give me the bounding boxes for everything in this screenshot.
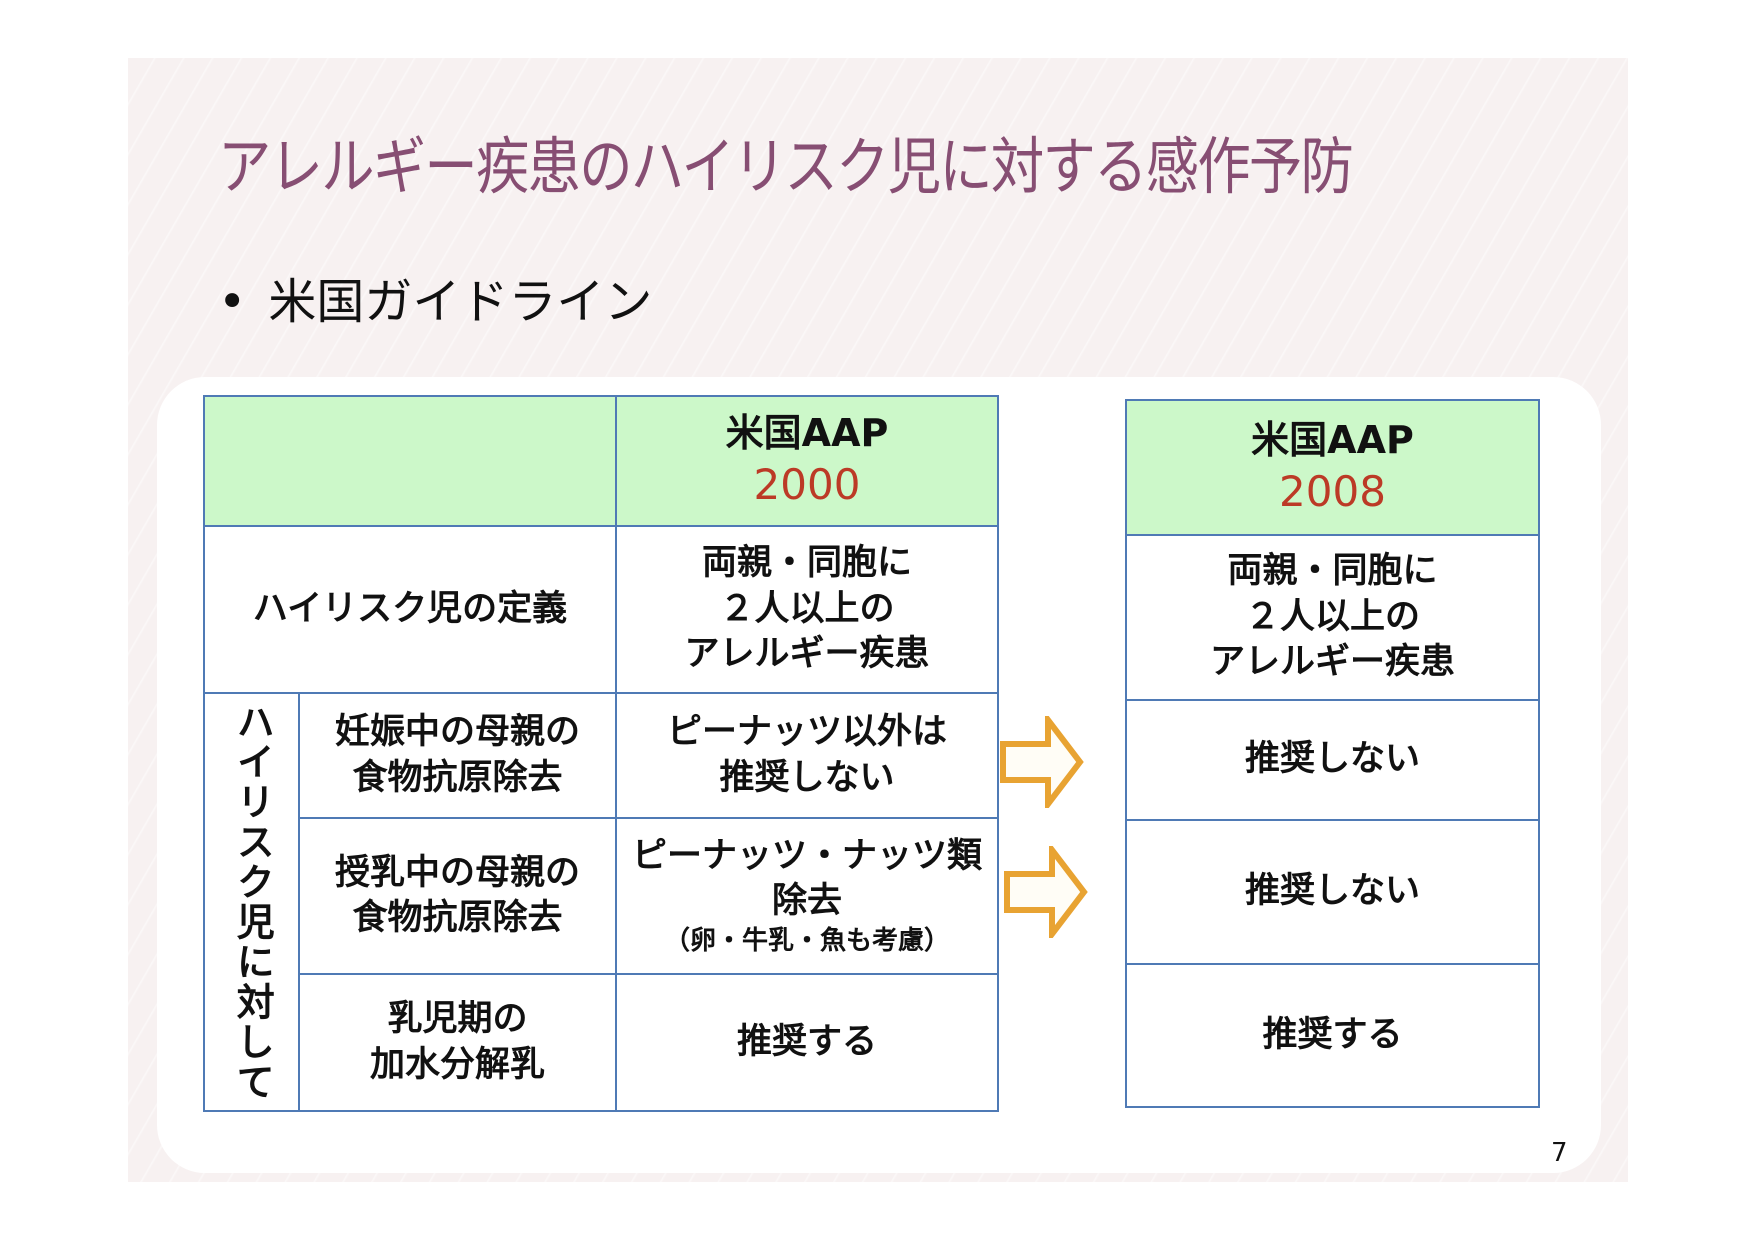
row-value: ピーナッツ以外は 推奨しない bbox=[615, 692, 999, 819]
row-value: 推奨する bbox=[1125, 963, 1540, 1108]
row-value: ピーナッツ・ナッツ類 除去 （卵・牛乳・魚も考慮） bbox=[615, 817, 999, 975]
definition-line: 両親・同胞に bbox=[1227, 551, 1438, 592]
group-label-cell: ハイリスク児に対して bbox=[203, 692, 300, 1112]
row-value-line: ピーナッツ・ナッツ類 bbox=[631, 835, 982, 876]
row-value-note: （卵・牛乳・魚も考慮） bbox=[663, 925, 950, 956]
row-value-line: 推奨しない bbox=[719, 757, 895, 798]
row-value: 推奨する bbox=[615, 973, 999, 1112]
empty-header-cell bbox=[203, 395, 617, 527]
bullet-dot-icon: • bbox=[218, 274, 247, 330]
table-row: 推奨しない bbox=[1125, 699, 1540, 821]
right-arrow-icon bbox=[1000, 716, 1084, 808]
definition-line: アレルギー疾患 bbox=[1209, 642, 1455, 683]
table-row: ハイリスク児の定義 両親・同胞に ２人以上の アレルギー疾患 bbox=[203, 525, 999, 694]
row-value-line: 除去 bbox=[771, 881, 842, 922]
definition-line: ２人以上の bbox=[1244, 596, 1420, 637]
row-label: 妊娠中の母親の 食物抗原除去 bbox=[298, 692, 617, 819]
table-row: 推奨しない bbox=[1125, 819, 1540, 965]
table-row: 米国AAP 2000 bbox=[203, 395, 999, 527]
table-row: ハイリスク児に対して 妊娠中の母親の 食物抗原除去 ピーナッツ以外は 推奨しない bbox=[203, 692, 999, 1112]
table-row: 両親・同胞に ２人以上の アレルギー疾患 bbox=[1125, 534, 1540, 701]
definition-label: ハイリスク児の定義 bbox=[203, 525, 617, 694]
row-label-line: 授乳中の母親の bbox=[334, 852, 580, 893]
row-label: 乳児期の 加水分解乳 bbox=[298, 973, 617, 1112]
group-label: ハイリスク児に対して bbox=[230, 702, 275, 1102]
row-label-line: 乳児期の bbox=[387, 999, 528, 1039]
row-value: 推奨しない bbox=[1125, 699, 1540, 821]
bullet-text: 米国ガイドライン bbox=[268, 274, 653, 330]
row-value: 推奨しない bbox=[1125, 819, 1540, 965]
header-org: 米国AAP bbox=[1251, 417, 1414, 462]
table-aap-2008: 米国AAP 2008 両親・同胞に ２人以上の アレルギー疾患 推奨しない 推奨… bbox=[1125, 399, 1540, 1108]
header-cell: 米国AAP 2008 bbox=[1125, 399, 1540, 536]
header-year: 2000 bbox=[753, 460, 861, 510]
table-row: 授乳中の母親の 食物抗原除去 ピーナッツ・ナッツ類 除去 （卵・牛乳・魚も考慮） bbox=[204, 817, 999, 975]
bullet-item: • 米国ガイドライン bbox=[218, 262, 652, 332]
header-org: 米国AAP bbox=[725, 411, 889, 455]
table-row: 乳児期の 加水分解乳 推奨する bbox=[204, 973, 999, 1112]
right-arrow-icon bbox=[1004, 846, 1088, 938]
header-year: 2008 bbox=[1279, 466, 1386, 516]
definition-line: アレルギー疾患 bbox=[684, 634, 930, 675]
row-label: 授乳中の母親の 食物抗原除去 bbox=[298, 817, 617, 975]
definition-line: ２人以上の bbox=[719, 588, 895, 629]
table-aap-2000: 米国AAP 2000 ハイリスク児の定義 両親・同胞に ２人以上の アレルギー疾… bbox=[203, 395, 999, 1112]
definition-line: 両親・同胞に bbox=[701, 543, 912, 584]
header-cell: 米国AAP 2000 bbox=[615, 395, 999, 527]
slide-title: アレルギー疾患のハイリスク児に対する感作予防 bbox=[218, 130, 1354, 203]
page-number: 7 bbox=[1551, 1138, 1568, 1168]
row-value-line: ピーナッツ以外は bbox=[666, 712, 947, 752]
definition-value: 両親・同胞に ２人以上の アレルギー疾患 bbox=[615, 525, 999, 694]
definition-value: 両親・同胞に ２人以上の アレルギー疾患 bbox=[1125, 534, 1540, 701]
table-row: 推奨する bbox=[1125, 963, 1540, 1108]
row-label-line: 食物抗原除去 bbox=[352, 757, 563, 798]
row-label-line: 食物抗原除去 bbox=[352, 898, 563, 938]
table-row: 米国AAP 2008 bbox=[1125, 399, 1540, 536]
row-value-line: 推奨する bbox=[736, 1021, 877, 1062]
row-label-line: 加水分解乳 bbox=[369, 1044, 545, 1085]
row-label-line: 妊娠中の母親の bbox=[334, 712, 580, 752]
